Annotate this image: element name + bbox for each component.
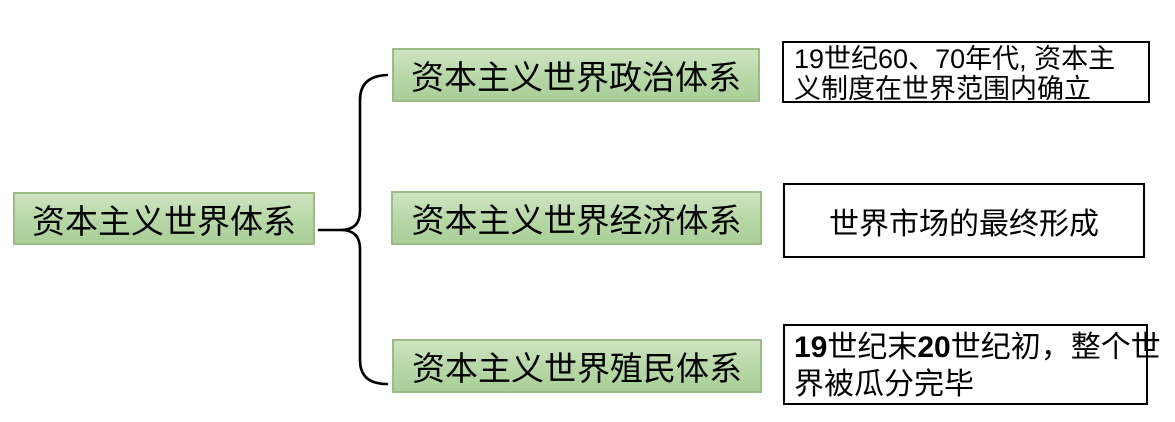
branch-node-colonial: 资本主义世界殖民体系 [392,339,762,393]
note-colonial-num2: 20 [917,331,951,364]
root-node: 资本主义世界体系 [13,192,315,245]
note-economic: 世界市场的最终形成 [783,183,1145,258]
root-node-label: 资本主义世界体系 [32,202,296,240]
note-colonial-line1: 19世纪末20世纪初，整个世 [794,329,1161,366]
branch-node-political-label: 资本主义世界政治体系 [411,59,741,96]
note-political-line1: 19世纪60、70年代, 资本主 [794,44,1116,74]
branch-node-economic: 资本主义世界经济体系 [391,191,762,245]
note-colonial-mid2: 世纪初，整个世 [950,331,1161,364]
note-colonial-num1: 19 [794,331,828,364]
branch-node-colonial-label: 资本主义世界殖民体系 [412,350,742,387]
branch-node-political: 资本主义世界政治体系 [392,48,760,102]
note-political: 19世纪60、70年代, 资本主 义制度在世界范围内确立 [782,41,1150,104]
note-economic-text: 世界市场的最终形成 [829,207,1099,241]
branch-node-economic-label: 资本主义世界经济体系 [411,202,742,239]
note-colonial-mid1: 世纪末 [827,331,918,364]
note-colonial: 19世纪末20世纪初，整个世 界被瓜分完毕 [783,324,1161,405]
note-colonial-line2: 界被瓜分完毕 [794,368,974,401]
note-political-line2: 义制度在世界范围内确立 [794,74,1091,104]
curly-brace [340,73,389,386]
